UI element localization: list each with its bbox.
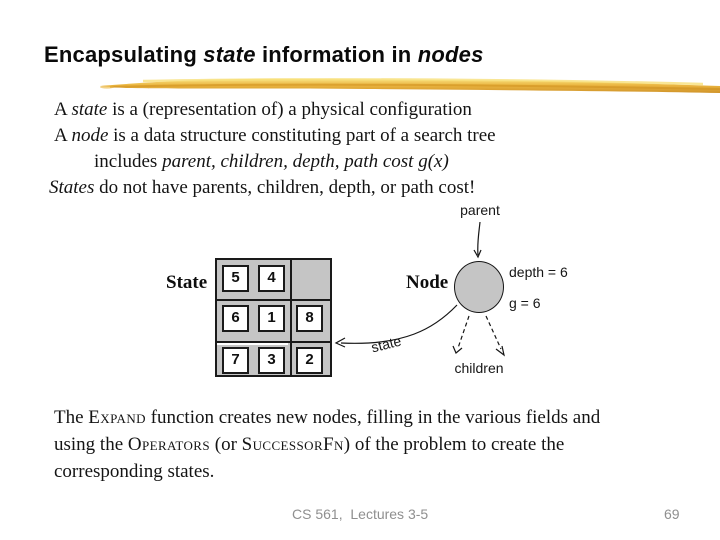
children-label: children [454, 360, 504, 376]
puzzle-tile: 2 [296, 347, 323, 374]
g-value-label: g = 6 [509, 295, 541, 311]
depth-value-label: depth = 6 [509, 264, 568, 280]
body-line-node: A node is a data structure constituting … [54, 125, 496, 146]
expand-paragraph-line-1: The Expand function creates new nodes, f… [54, 407, 601, 428]
eight-puzzle-grid: 5 4 6 1 8 7 3 2 [215, 258, 332, 377]
puzzle-tile: 4 [258, 265, 285, 292]
node-circle [454, 261, 504, 313]
grid-vertical-divider [290, 260, 292, 375]
marker-core-streak [109, 83, 720, 90]
expand-paragraph-line-3: corresponding states. [54, 461, 215, 482]
body-line-state: A state is a (representation of) a physi… [54, 99, 472, 120]
puzzle-tile: 1 [258, 305, 285, 332]
highlight-marker-stroke [100, 78, 720, 93]
puzzle-tile: 6 [222, 305, 249, 332]
children-arrow-left [452, 315, 470, 354]
puzzle-tile: 5 [222, 265, 249, 292]
footer-course-label: CS 561, Lectures 3-5 [292, 506, 429, 522]
grid-horizontal-divider-1 [217, 299, 330, 301]
state-caption: State [166, 272, 208, 293]
parent-label: parent [460, 202, 500, 218]
node-caption: Node [406, 272, 449, 293]
grid-horizontal-divider-2 [217, 341, 330, 343]
expand-paragraph-line-2: using the Operators (or SuccessorFn) of … [54, 434, 565, 455]
marker-body [100, 78, 720, 93]
grid-row-gap [217, 343, 288, 345]
parent-arrow [473, 221, 482, 259]
puzzle-tile: 8 [296, 305, 323, 332]
footer-page-number: 69 [664, 506, 680, 522]
slide-title: Encapsulating state information in nodes [44, 42, 484, 67]
puzzle-tile: 7 [222, 347, 249, 374]
puzzle-tile: 3 [258, 347, 285, 374]
body-line-includes: includes parent, children, depth, path c… [94, 151, 449, 172]
state-arrow-label: state [369, 332, 403, 356]
marker-top-streak [142, 78, 704, 86]
body-line-states: States do not have parents, children, de… [49, 177, 476, 198]
children-arrow-right [485, 315, 505, 357]
